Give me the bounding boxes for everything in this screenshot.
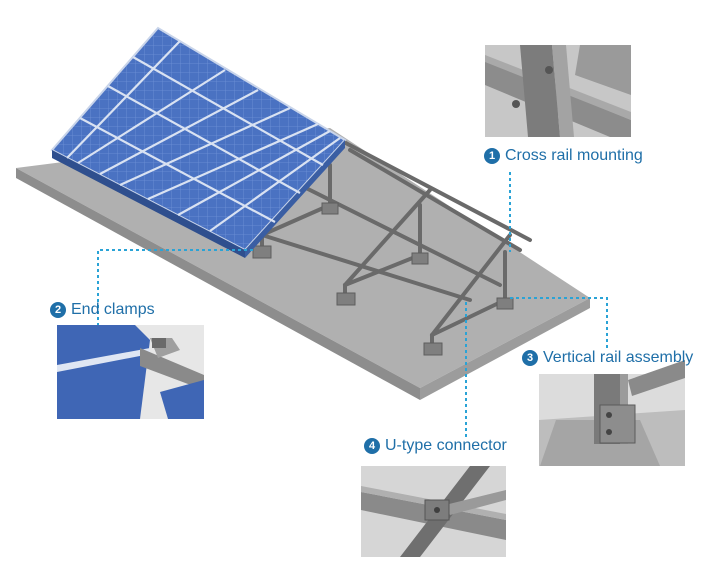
- solar-panel-array: [50, 26, 347, 258]
- callout-3: 3 Vertical rail assembly: [522, 349, 693, 367]
- inset-end-clamps: [57, 325, 204, 419]
- leader-lines: [97, 172, 608, 437]
- inset-cross-rail-mounting: [485, 45, 631, 137]
- callout-2-text: End clamps: [71, 301, 155, 318]
- number-badge-4: 4: [364, 438, 380, 454]
- inset-u-type-connector: [361, 466, 506, 557]
- number-badge-2: 2: [50, 302, 66, 318]
- callout-1-text: Cross rail mounting: [505, 147, 643, 164]
- callout-4: 4 U-type connector: [364, 437, 507, 455]
- callout-1: 1 Cross rail mounting: [484, 147, 643, 165]
- callout-3-text: Vertical rail assembly: [543, 349, 694, 366]
- number-badge-3: 3: [522, 350, 538, 366]
- mounting-frame: [260, 138, 532, 347]
- callout-2: 2 End clamps: [50, 301, 155, 319]
- concrete-footings: [252, 202, 514, 356]
- number-badge-1: 1: [484, 148, 500, 164]
- inset-vertical-rail-assembly: [539, 360, 685, 466]
- callout-4-text: U-type connector: [385, 437, 507, 454]
